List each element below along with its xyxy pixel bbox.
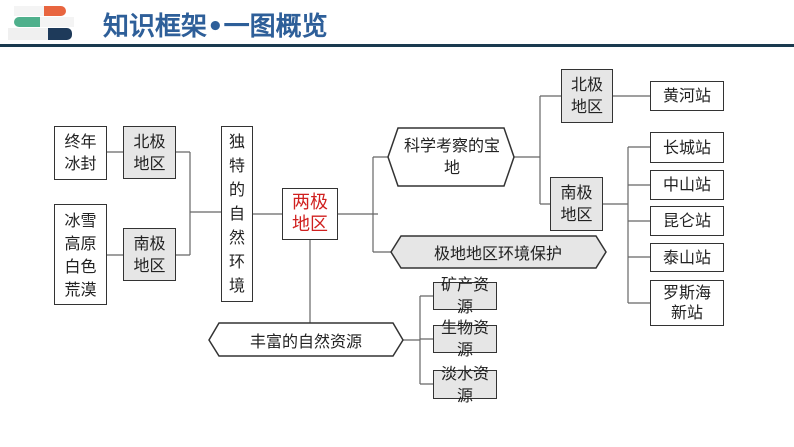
arctic-science-box: 北极地区 — [561, 69, 613, 123]
hexagon-protection — [390, 235, 607, 269]
arctic-nature-box: 北极地区 — [123, 126, 176, 179]
station-box: 中山站 — [650, 170, 724, 200]
station-box: 长城站 — [650, 132, 724, 163]
station-box: 昆仑站 — [650, 206, 724, 236]
antarctic-feature-box: 冰雪高原白色荒漠 — [54, 204, 107, 305]
resource-item: 矿产资源 — [433, 275, 497, 316]
protection-label: 极地地区环境保护 — [433, 244, 562, 263]
station-box: 黄河站 — [650, 81, 724, 111]
resource-item: 淡水资源 — [433, 364, 497, 405]
hexagon-science — [387, 127, 515, 187]
resources-label: 丰富的自然资源 — [249, 331, 362, 351]
nature-box: 独特的自然环境 — [221, 126, 253, 302]
center-box: 两极地区 — [282, 188, 338, 240]
arctic-feature-box: 终年冰封 — [54, 126, 107, 180]
header-divider — [0, 44, 794, 47]
books-logo-icon — [8, 6, 74, 40]
hexagon-resources — [208, 322, 404, 357]
station-box: 泰山站 — [650, 243, 724, 272]
science-label: 科学考察的宝地 — [403, 136, 500, 177]
antarctic-nature-box: 南极地区 — [123, 228, 176, 281]
resource-item: 生物资源 — [433, 318, 497, 359]
page-title: 知识框架•一图概览 — [103, 12, 328, 42]
station-box: 罗斯海新站 — [650, 280, 724, 326]
antarctic-science-box: 南极地区 — [550, 177, 603, 231]
